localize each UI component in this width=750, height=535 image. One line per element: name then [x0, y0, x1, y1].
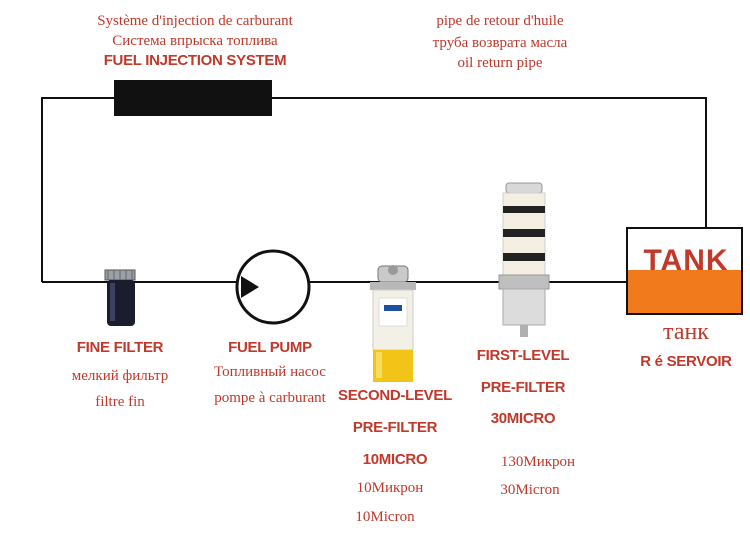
first-filter-label-fr: 30Micron: [500, 482, 560, 498]
first-filter-label-en-2: PRE-FILTER: [480, 379, 566, 396]
fuel-pump-label-ru: Топливный насос: [214, 364, 326, 380]
return-pipe-line: [41, 97, 707, 282]
fuel-pump-icon: [235, 249, 311, 325]
second-filter-label-en-1: SECOND-LEVEL: [338, 387, 452, 404]
tank-icon: [626, 227, 743, 315]
fine-filter-label-ru: мелкий фильтр: [71, 368, 169, 384]
second-level-filter-icon: [370, 265, 416, 382]
fuel-pump-label-en: FUEL PUMP: [228, 339, 312, 356]
return-pipe-label-en: oil return pipe: [457, 55, 543, 71]
tank-label-ru: танк: [663, 319, 709, 345]
fine-filter-label-en: FINE FILTER: [76, 339, 164, 356]
fuel-injection-label-en: FUEL INJECTION SYSTEM: [103, 52, 287, 69]
second-filter-label-en-3: 10MICRO: [362, 451, 428, 468]
first-filter-label-en-3: 30MICRO: [490, 410, 556, 427]
return-pipe-label-ru: труба возврата масла: [432, 35, 568, 51]
first-filter-label-ru: 130Микрон: [500, 454, 576, 470]
second-filter-label-en-2: PRE-FILTER: [352, 419, 438, 436]
tank-label-fr: R é SERVOIR: [640, 353, 732, 370]
fuel-injection-label-fr: Système d'injection de carburant: [97, 13, 293, 29]
second-filter-label-fr: 10Micron: [355, 509, 415, 525]
first-level-filter-icon: [498, 182, 550, 337]
return-pipe-label-fr: pipe de retour d'huile: [436, 13, 564, 29]
fine-filter-icon: [104, 269, 136, 326]
first-filter-label-en-1: FIRST-LEVEL: [476, 347, 570, 364]
second-filter-label-ru: 10Микрон: [356, 480, 424, 496]
fine-filter-label-fr: filtre fin: [95, 394, 145, 410]
tank-title: TANK: [643, 244, 729, 277]
fuel-injection-label-ru: Система впрыска топлива: [112, 33, 278, 49]
fuel-pump-label-fr: pompe à carburant: [214, 390, 326, 406]
fuel-injection-block: [114, 80, 272, 116]
